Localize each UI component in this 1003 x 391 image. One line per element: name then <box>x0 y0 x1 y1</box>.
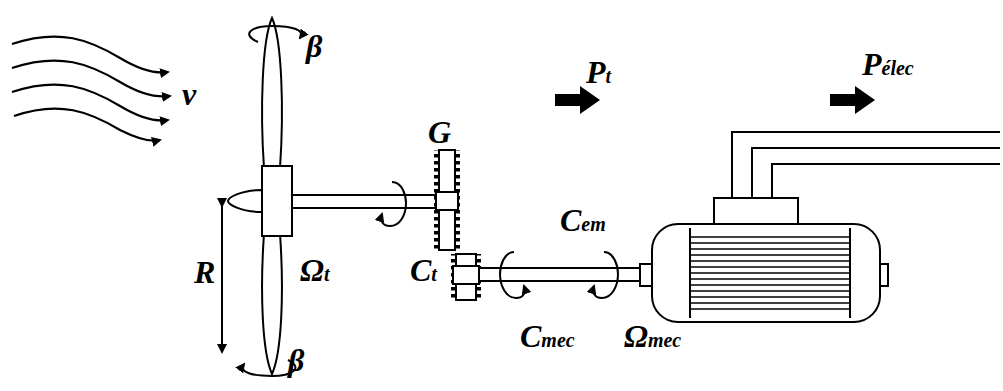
pitch-angle: β <box>288 344 304 376</box>
output-wire <box>772 164 1000 198</box>
rotation-arrow <box>249 26 301 42</box>
fin-edge <box>849 228 851 318</box>
rotor <box>228 18 440 374</box>
output-wire <box>732 132 1000 198</box>
gear-hub <box>436 192 458 210</box>
power-arrows <box>555 86 875 114</box>
torque-arrow <box>500 252 525 298</box>
gear-hub <box>453 266 479 284</box>
blade <box>262 18 282 168</box>
generator-shaft <box>479 268 650 281</box>
torque-label: Ct <box>410 254 437 286</box>
gearbox <box>434 150 481 300</box>
dimension-line <box>221 206 223 352</box>
terminal-box <box>714 198 798 224</box>
output-wire <box>752 148 1000 198</box>
fin-edge <box>689 228 691 318</box>
wind-line <box>14 109 160 141</box>
torque-arrow <box>593 252 618 298</box>
nose-cone <box>228 190 262 212</box>
torque-arrow <box>381 182 406 226</box>
speed-label: Ωmec <box>624 320 681 352</box>
turbine-shaft <box>292 195 440 208</box>
wind-lines <box>12 37 170 141</box>
rotation-arrow <box>243 360 296 376</box>
radius-label: R <box>194 256 215 288</box>
power-arrow <box>830 86 875 114</box>
cooling-fins <box>690 232 850 314</box>
shaft-end <box>640 264 652 286</box>
radius-arrow <box>221 206 223 352</box>
gear-teeth <box>451 254 481 300</box>
gear-teeth <box>434 150 460 250</box>
torque-label: Cem <box>560 204 606 236</box>
generator-body <box>652 224 880 322</box>
torque-label: Cmec <box>520 320 575 352</box>
gearbox-label: G <box>428 116 451 148</box>
wind-speed: v <box>182 78 196 110</box>
speed-label: Ωt <box>300 254 329 286</box>
generator <box>640 132 1000 322</box>
pitch-angle: β <box>306 30 322 62</box>
power-arrow <box>555 86 600 114</box>
blade <box>262 234 282 374</box>
pitch-arrows <box>243 26 302 376</box>
power-label: Pélec <box>862 48 914 80</box>
hub <box>262 166 292 236</box>
power-label: Pt <box>586 56 611 88</box>
